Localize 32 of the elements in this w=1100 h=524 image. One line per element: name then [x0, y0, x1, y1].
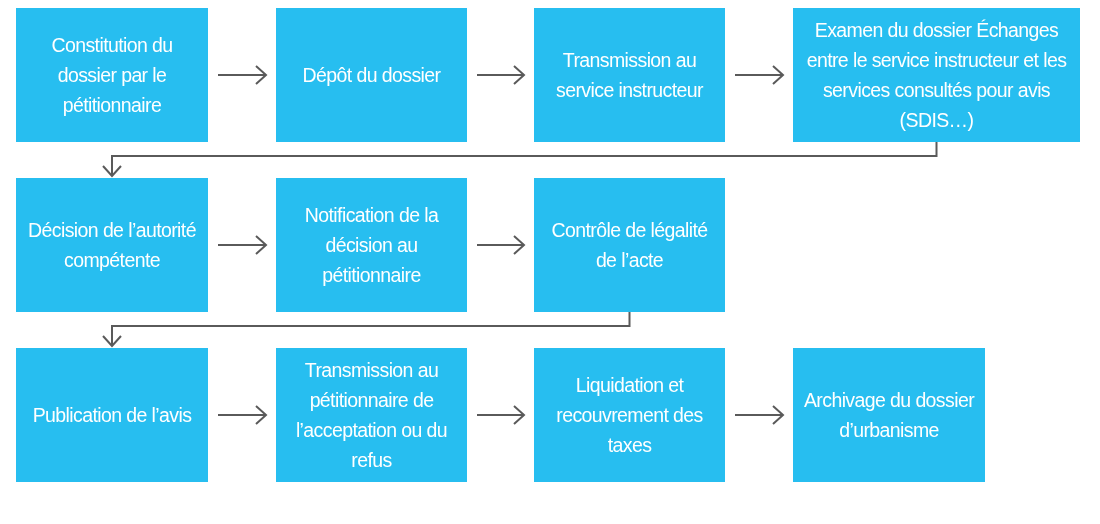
arrow: [102, 311, 631, 347]
step-text: Constitution du dossier par le pétitionnaire: [50, 33, 174, 118]
arrow: [102, 141, 938, 177]
process-box: [793, 8, 1080, 142]
step-text: Transmission au service instructeur: [555, 48, 705, 103]
process-box: [16, 178, 208, 312]
process-box: [534, 178, 725, 312]
arrow: [476, 235, 525, 255]
arrow: [734, 65, 784, 85]
step-text: Décision de l’autorité compétente: [27, 218, 197, 273]
process-box: [793, 348, 985, 482]
step-text: Notification de la décision au pétitionnaire: [303, 203, 440, 288]
arrow: [217, 405, 267, 425]
process-box: [276, 348, 467, 482]
arrow: [217, 65, 267, 85]
step-text: Archivage du dossier d’urbanisme: [802, 388, 976, 443]
process-box: [276, 178, 467, 312]
step-text: Examen du dossier Échanges entre le service instructeur et les services consultés pour avis (SDIS…): [805, 18, 1068, 133]
step-text: Dépôt du dossier: [302, 63, 441, 88]
process-box: [16, 8, 208, 142]
arrow: [734, 405, 784, 425]
step-text: Contrôle de légalité de l’acte: [550, 218, 709, 273]
step-text: Liquidation et recouvrement des taxes: [555, 373, 704, 458]
arrow: [476, 65, 525, 85]
process-box: [534, 348, 725, 482]
step-text: Transmission au pétitionnaire de l’acceptation ou du refus: [294, 358, 449, 473]
step-text: Publication de l’avis: [32, 403, 192, 428]
process-box: [534, 8, 725, 142]
arrow: [476, 405, 525, 425]
process-box: [276, 8, 467, 142]
arrow: [217, 235, 267, 255]
process-box: [16, 348, 208, 482]
